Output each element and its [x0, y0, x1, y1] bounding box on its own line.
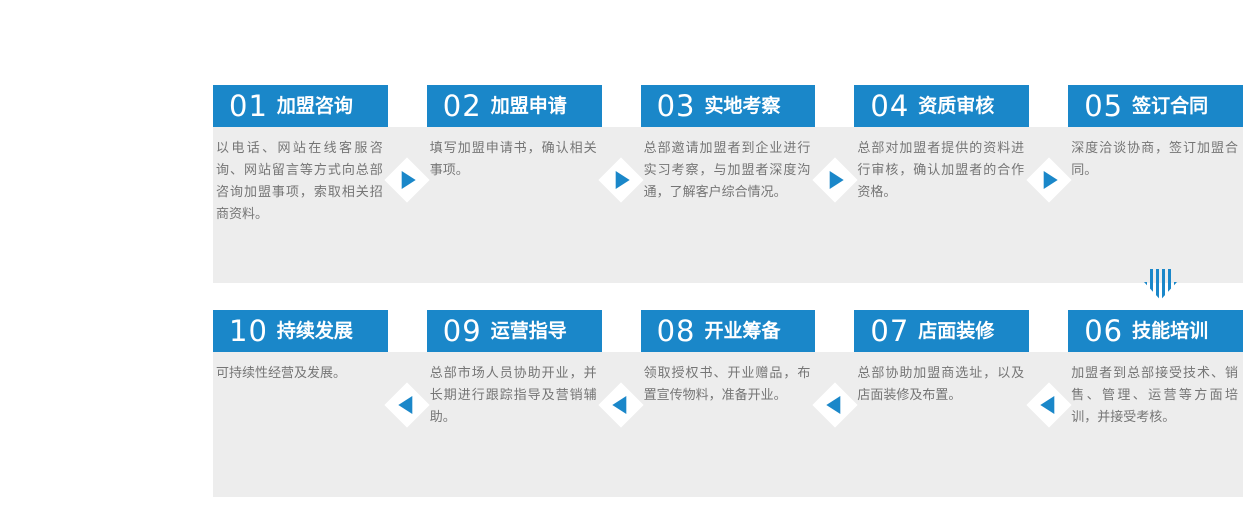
arrow-right-triangle [829, 171, 844, 189]
arrow-left-triangle [398, 396, 413, 414]
step-description: 总部邀请加盟者到企业进行实习考察，与加盟者深度沟通，了解客户综合情况。 [643, 141, 811, 201]
flow-row-2: 10 持续发展 可持续性经营及发展。 09 运营指导 总部市场人员协助开业，并长… [213, 310, 1243, 497]
arrow-left-icon [812, 382, 858, 428]
step-description: 领取授权书、开业赠品，布置宣传物料，准备开业。 [643, 366, 811, 404]
step-card-07: 07 店面装修 总部协助加盟商选址，以及店面装修及布置。 [854, 310, 1030, 497]
flow-row-1: 01 加盟咨询 以电话、网站在线客服咨询、网站留言等方式向总部咨询加盟事项，索取… [213, 85, 1243, 283]
step-number: 03 [656, 88, 696, 123]
row-2-cards: 10 持续发展 可持续性经营及发展。 09 运营指导 总部市场人员协助开业，并长… [213, 310, 1243, 497]
step-number: 02 [442, 88, 482, 123]
step-number: 04 [870, 88, 910, 123]
step-header: 10 持续发展 [213, 310, 388, 352]
step-card-08: 08 开业筹备 领取授权书、开业赠品，布置宣传物料，准备开业。 [640, 310, 816, 497]
step-description: 总部市场人员协助开业，并长期进行跟踪指导及营销辅助。 [429, 366, 597, 426]
arrow-left-icon [598, 382, 644, 428]
step-title: 运营指导 [490, 319, 567, 342]
step-title: 技能培训 [1132, 319, 1209, 342]
step-header: 03 实地考察 [640, 85, 816, 127]
step-card-10: 10 持续发展 可持续性经营及发展。 [213, 310, 388, 497]
step-header: 07 店面装修 [854, 310, 1030, 352]
step-header: 09 运营指导 [426, 310, 602, 352]
step-card-02: 02 加盟申请 填写加盟申请书，确认相关事项。 [426, 85, 602, 283]
arrow-left-triangle [826, 396, 841, 414]
step-card-09: 09 运营指导 总部市场人员协助开业，并长期进行跟踪指导及营销辅助。 [426, 310, 602, 497]
step-title: 签订合同 [1132, 94, 1209, 117]
arrow-right-icon [598, 157, 644, 203]
step-card-03: 03 实地考察 总部邀请加盟者到企业进行实习考察，与加盟者深度沟通，了解客户综合… [640, 85, 816, 283]
flow-diagram: 01 加盟咨询 以电话、网站在线客服咨询、网站留言等方式向总部咨询加盟事项，索取… [213, 85, 1243, 497]
step-header: 08 开业筹备 [640, 310, 816, 352]
arrow-left-triangle [1040, 396, 1055, 414]
step-number: 07 [870, 313, 910, 348]
step-description: 深度洽谈协商，签订加盟合同。 [1071, 141, 1238, 179]
step-number: 09 [442, 313, 482, 348]
step-header: 05 签订合同 [1068, 85, 1243, 127]
arrow-left-triangle [612, 396, 627, 414]
row-background-band [213, 352, 1243, 497]
step-number: 08 [656, 313, 696, 348]
arrow-right-icon [812, 157, 858, 203]
step-title: 实地考察 [704, 94, 781, 117]
step-card-05: 05 签订合同 深度洽谈协商，签订加盟合同。 [1068, 85, 1243, 283]
step-title: 持续发展 [276, 319, 353, 342]
step-card-04: 04 资质审核 总部对加盟者提供的资料进行审核，确认加盟者的合作资格。 [854, 85, 1030, 283]
arrow-right-triangle [401, 171, 416, 189]
step-title: 店面装修 [918, 319, 995, 342]
step-description: 总部协助加盟商选址，以及店面装修及布置。 [857, 366, 1025, 404]
row-1-cards: 01 加盟咨询 以电话、网站在线客服咨询、网站留言等方式向总部咨询加盟事项，索取… [213, 85, 1243, 283]
step-header: 01 加盟咨询 [213, 85, 388, 127]
step-header: 06 技能培训 [1068, 310, 1243, 352]
step-number: 01 [229, 88, 268, 123]
step-card-06: 06 技能培训 加盟者到总部接受技术、销售、管理、运营等方面培训，并接受考核。 [1068, 310, 1243, 497]
step-description: 加盟者到总部接受技术、销售、管理、运营等方面培训，并接受考核。 [1071, 366, 1238, 426]
arrow-right-icon [384, 157, 430, 203]
step-number: 05 [1084, 88, 1124, 123]
step-number: 06 [1084, 313, 1124, 348]
step-description: 以电话、网站在线客服咨询、网站留言等方式向总部咨询加盟事项，索取相关招商资料。 [216, 141, 383, 223]
step-number: 10 [229, 313, 268, 348]
down-arrow-icon [1144, 269, 1177, 300]
step-description: 填写加盟申请书，确认相关事项。 [429, 141, 597, 179]
arrow-right-icon [1026, 157, 1072, 203]
step-title: 开业筹备 [704, 319, 781, 342]
step-title: 资质审核 [918, 94, 995, 117]
step-title: 加盟申请 [490, 94, 567, 117]
step-description: 总部对加盟者提供的资料进行审核，确认加盟者的合作资格。 [857, 141, 1025, 201]
step-header: 04 资质审核 [854, 85, 1030, 127]
row-background-band [213, 127, 1243, 283]
step-title: 加盟咨询 [276, 94, 353, 117]
step-header: 02 加盟申请 [426, 85, 602, 127]
arrow-right-triangle [615, 171, 630, 189]
step-card-01: 01 加盟咨询 以电话、网站在线客服咨询、网站留言等方式向总部咨询加盟事项，索取… [213, 85, 388, 283]
step-description: 可持续性经营及发展。 [216, 366, 347, 381]
arrow-left-icon [384, 382, 430, 428]
arrow-right-triangle [1043, 171, 1058, 189]
arrow-left-icon [1026, 382, 1072, 428]
